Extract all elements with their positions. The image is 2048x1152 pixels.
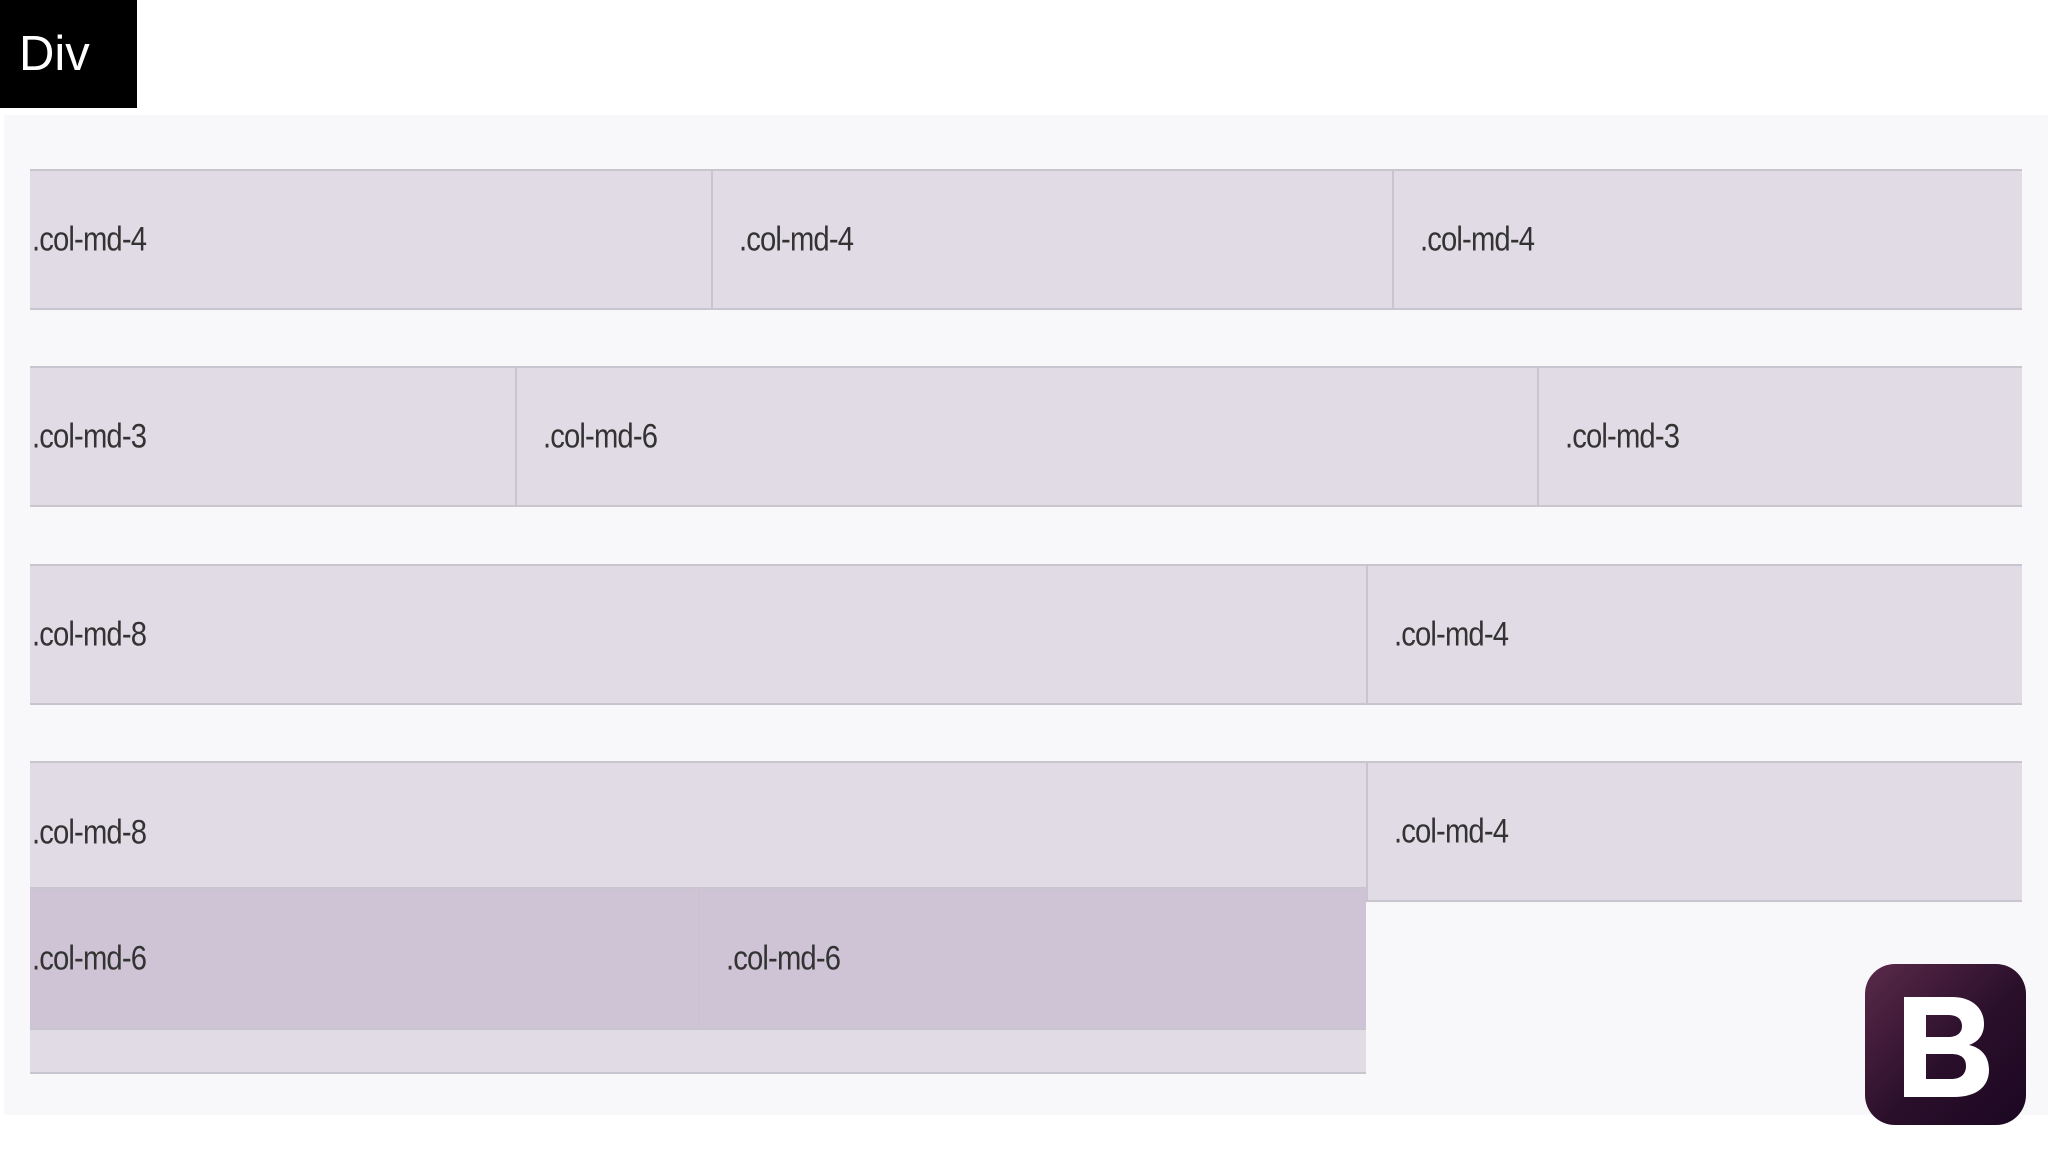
grid-col-side: .col-md-4: [1366, 761, 2022, 902]
grid-row-two-thirds: .col-md-8 .col-md-4: [30, 564, 2022, 705]
grid-col-label: .col-md-4: [1420, 220, 1535, 258]
grid-row-thirds: .col-md-4 .col-md-4 .col-md-4: [30, 169, 2022, 310]
grid-col: .col-md-6: [515, 368, 1537, 505]
grid-col-label: .col-md-4: [1394, 615, 1509, 653]
nested-grid-row: .col-md-6 .col-md-6: [30, 887, 1366, 1030]
nested-grid-col: .col-md-6: [30, 889, 698, 1028]
nested-grid-col: .col-md-6: [698, 889, 1366, 1028]
grid-col: .col-md-3: [30, 368, 515, 505]
grid-demo-canvas: .col-md-4 .col-md-4 .col-md-4 .col-md-3 …: [4, 115, 2048, 1115]
grid-col: .col-md-4: [1392, 171, 2022, 308]
grid-col-label: .col-md-8: [32, 615, 147, 653]
grid-col-label: .col-md-4: [32, 220, 147, 258]
grid-col: .col-md-4: [1366, 566, 2022, 703]
grid-row-nested: .col-md-8 .col-md-6 .col-md-6 .col-md-4: [30, 761, 2022, 1074]
grid-col-label: .col-md-3: [1565, 417, 1680, 455]
grid-col-label: .col-md-4: [1394, 812, 1509, 850]
grid-col-parent: .col-md-8 .col-md-6 .col-md-6: [30, 761, 1366, 1074]
grid-col: .col-md-4: [711, 171, 1392, 308]
grid-col-label: .col-md-6: [32, 939, 147, 977]
grid-row-quarters: .col-md-3 .col-md-6 .col-md-3: [30, 366, 2022, 507]
grid-col-label: .col-md-4: [739, 220, 854, 258]
grid-col: .col-md-8: [30, 566, 1366, 703]
grid-col-label: .col-md-6: [543, 417, 658, 455]
bootstrap-b-glyph: [1903, 996, 1989, 1097]
grid-col-label: .col-md-3: [32, 417, 147, 455]
grid-col: .col-md-3: [1537, 368, 2022, 505]
bootstrap-logo-icon: [1865, 964, 2026, 1125]
grid-col-label: .col-md-6: [726, 939, 841, 977]
grid-col-label: .col-md-8: [32, 813, 147, 852]
slide-title: Div: [0, 0, 137, 108]
grid-col: .col-md-4: [30, 171, 711, 308]
